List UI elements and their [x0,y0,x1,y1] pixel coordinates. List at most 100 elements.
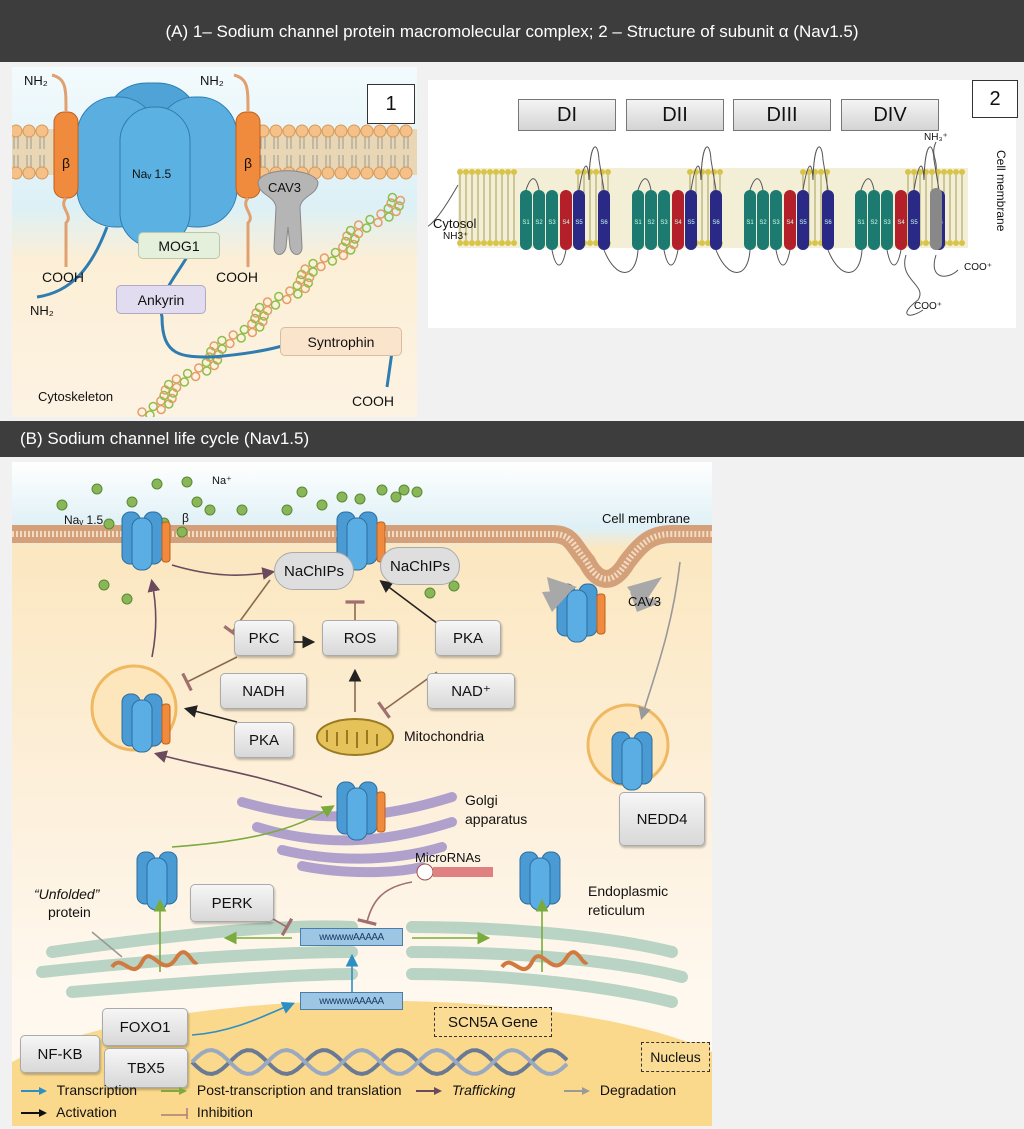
beta-subunit [161,521,171,563]
actin-bead [337,242,348,252]
actin-bead [293,289,303,299]
lipid-head [499,240,505,246]
channel-domain [131,517,153,571]
lipid-head [35,166,49,180]
domain-DIII: DIII [733,99,831,131]
label-golgi-2: apparatus [465,811,528,827]
lipid-head [605,169,611,175]
header-b-title: (B) Sodium channel life cycle (Nav1.5) [20,429,310,448]
unfolded-protein-right [500,950,589,971]
pkc-box: PKC [234,620,294,656]
actin-bead [376,209,386,219]
segment-label: S6 [824,220,832,226]
legend-label: Transcription [53,1082,138,1098]
sodium-ion [103,518,115,530]
label-micrornas: MicroRNAs [415,850,481,865]
interdomain-linker [715,249,751,273]
segment-DIII-S3 [770,190,782,250]
actin-bead [236,333,246,343]
legend-item-transcription: Transcription [17,1082,137,1098]
actin-bead [394,201,404,211]
lipid-head [12,124,23,138]
beta-subunit-left [51,73,79,267]
nachips-left: NaChIPs [274,552,354,590]
actin-bead [137,407,147,417]
actin-bead [159,390,169,401]
label-cytoskeleton: Cytoskeleton [38,389,114,404]
actin-bead [308,258,318,269]
syntrophin-tail [385,351,394,388]
segment-loop [637,146,717,266]
actin-bead [274,291,284,302]
legend-item-inhibition: Inhibition [157,1104,253,1120]
segment-label: S6 [600,220,608,226]
lipid-head [959,169,965,175]
lipid-head [386,124,400,138]
inhibit-pkc-vesicle [181,656,238,692]
lipid-head [947,169,953,175]
sodium-ion [98,579,110,591]
label-nh3-right: NH₃⁺ [924,132,948,143]
segment-DIII-S6 [822,190,834,250]
lipid-head [269,124,283,138]
endoplasmic-reticulum [36,920,688,1008]
lipid-head [818,169,824,175]
sodium-ion [336,491,348,503]
sodium-ion [424,587,436,599]
label-cell-membrane-b: Cell membrane [602,511,691,526]
actin-bead [338,250,349,261]
activate-pka-vesicle [183,705,238,723]
actin-bead [171,374,182,384]
lipid-head [923,240,929,246]
segment-DI-S4 [560,190,572,250]
lipid-head [812,240,818,246]
segment-DIII-S5 [797,190,809,250]
segment-label: S4 [674,220,682,226]
actin-bead [384,212,394,222]
segment-DII-S2 [645,190,657,250]
actin-bead [179,377,190,387]
actin-bead [225,338,235,349]
channel-vesicle-left [121,693,171,753]
label-unfolded-2: protein [48,904,91,920]
sodium-ion [354,493,366,505]
sodium-ion [316,499,328,511]
nadh-box: NADH [220,673,307,709]
actin-bead [395,195,406,206]
lipid-head [705,240,711,246]
segment-DI-S1 [520,190,532,250]
label-golgi-1: Golgi [465,792,498,808]
arrow-foxo1-transcription [191,1001,295,1036]
legend-label: Inhibition [193,1104,253,1120]
channel-domain [146,857,168,911]
label-beta-left: β [62,155,71,171]
channel-er-right [519,851,561,911]
inhibition-symbol-icon [161,1108,188,1120]
segment-label: S2 [759,220,767,226]
sodium-ion [191,496,203,508]
lipid-head [929,169,935,175]
sodium-ion [56,499,68,511]
lipid-head [22,124,36,138]
lipid-head [717,169,723,175]
segment-DII-S5 [685,190,697,250]
lipid-head [22,166,36,180]
lipid-tail [338,137,344,167]
segment-DIV-S5 [908,190,920,250]
sodium-ion [376,484,388,496]
lipid-head [463,169,469,175]
label-cooh-left: COOH [42,269,84,285]
beta-subunit [596,593,606,635]
sodium-ion [126,496,138,508]
channel-membrane-center [336,511,386,571]
sodium-ion [398,484,410,496]
lipid-head [469,169,475,175]
actin-bead [156,404,166,415]
sodium-ion [281,504,293,516]
actin-bead [202,366,212,376]
segment-DIV-S2 [868,190,880,250]
actin-bead [300,264,310,274]
actin-bead [182,368,193,379]
